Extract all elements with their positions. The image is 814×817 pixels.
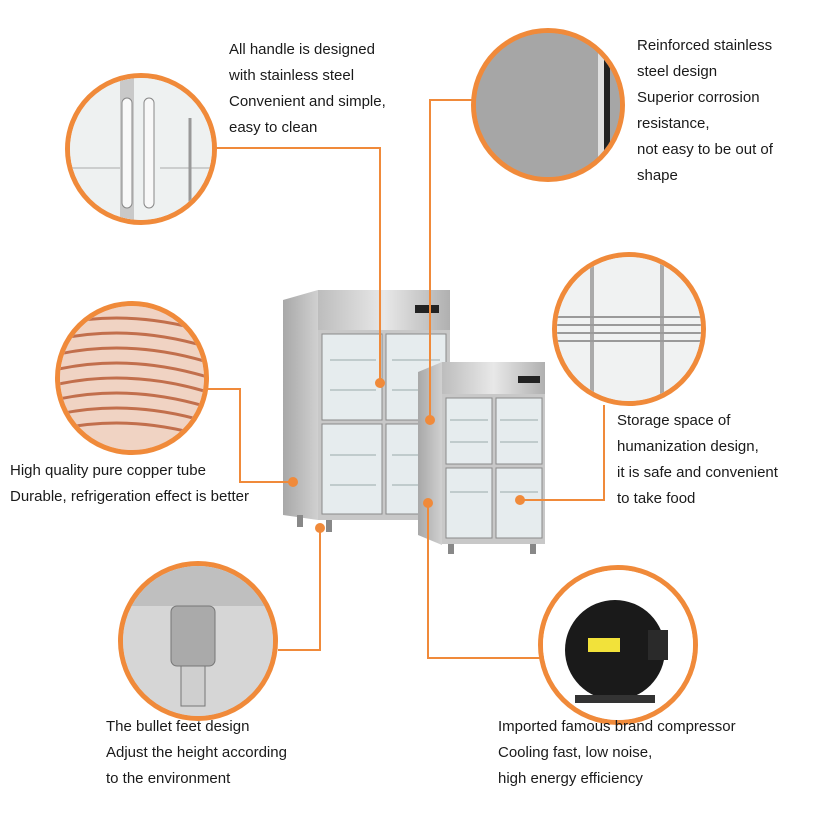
caption-line: All handle is designed: [229, 41, 375, 58]
handle-closeup-icon: [65, 73, 217, 225]
caption-line: to the environment: [106, 770, 231, 787]
caption-line: with stainless steel: [229, 67, 355, 84]
caption-line: Storage space of: [617, 412, 731, 429]
handle-caption: All handle is designed with stainless st…: [229, 37, 386, 141]
caption-line: The bullet feet design: [106, 718, 250, 735]
caption-line: Convenient and simple,: [229, 93, 386, 110]
stainless-closeup-icon: [471, 28, 625, 182]
compressor-closeup-icon: [538, 565, 698, 725]
caption-line: high energy efficiency: [498, 770, 643, 787]
copper-caption: High quality pure copper tube Durable, r…: [10, 458, 249, 510]
caption-line: easy to clean: [229, 119, 318, 136]
caption-line: High quality pure copper tube: [10, 462, 206, 479]
copper-closeup-icon: [55, 301, 209, 455]
caption-line: Adjust the height according: [106, 744, 287, 761]
feet-caption: The bullet feet design Adjust the height…: [106, 714, 287, 792]
caption-line: Cooling fast, low noise,: [498, 744, 653, 761]
caption-line: not easy to be out of: [637, 141, 773, 158]
connector-lines: [203, 99, 605, 659]
stainless-caption: Reinforced stainless steel design Superi…: [637, 33, 773, 189]
connector-dots: [288, 378, 525, 533]
compressor-caption: Imported famous brand compressor Cooling…: [498, 714, 736, 792]
caption-line: resistance,: [637, 115, 710, 132]
caption-line: shape: [637, 167, 678, 184]
caption-line: Superior corrosion: [637, 89, 760, 106]
caption-line: Imported famous brand compressor: [498, 718, 736, 735]
storage-closeup-icon: [552, 252, 706, 406]
small-refrigerator: [418, 362, 545, 554]
large-refrigerator: [283, 290, 450, 532]
caption-line: steel design: [637, 63, 718, 80]
caption-line: it is safe and convenient: [617, 464, 778, 481]
caption-line: Durable, refrigeration effect is better: [10, 488, 250, 505]
feet-closeup-icon: [118, 561, 278, 721]
caption-line: Reinforced stainless: [637, 37, 773, 54]
storage-caption: Storage space of humanization design, it…: [617, 408, 778, 512]
caption-line: humanization design,: [617, 438, 759, 455]
caption-line: to take food: [617, 490, 696, 507]
